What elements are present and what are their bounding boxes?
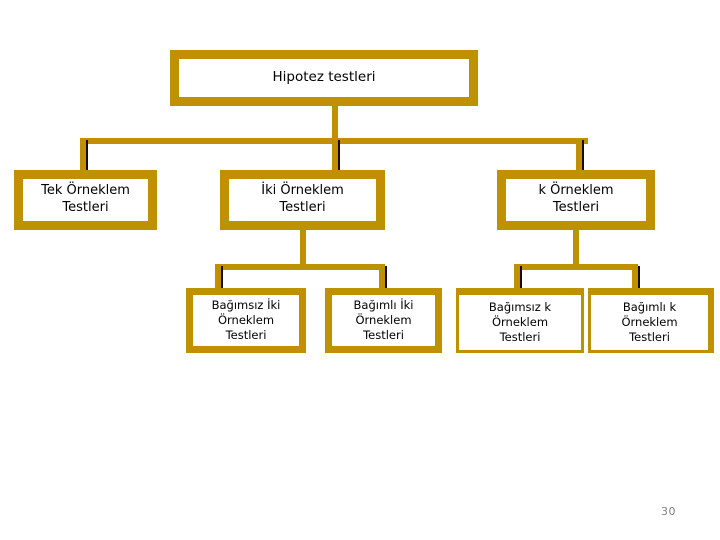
connector-k-stem [573, 230, 579, 266]
connector-drop-k [576, 138, 582, 172]
connector-shadow-bagimsiz-iki [221, 266, 223, 290]
node-label-root: Hipotez testleri [272, 69, 376, 86]
node-label-k: k Örneklem Testleri [538, 183, 614, 215]
node-bagimli-iki-orneklem-testleri[interactable]: Bağımlı İki Örneklem Testleri [325, 288, 442, 353]
node-tek-orneklem-testleri[interactable]: Tek Örneklem Testleri [14, 170, 157, 230]
node-label-bagimli-iki: Bağımlı İki Örneklem Testleri [353, 298, 414, 342]
node-bagimli-k-orneklem-testleri[interactable]: Bağımlı k Örneklem Testleri [588, 288, 714, 353]
connector-shadow-k [582, 140, 584, 172]
connector-shadow-bagimli-iki [385, 266, 387, 290]
node-label-bagimsiz-iki: Bağımsız İki Örneklem Testleri [211, 298, 281, 342]
node-k-orneklem-testleri[interactable]: k Örneklem Testleri [497, 170, 655, 230]
connector-drop-iki [332, 138, 338, 172]
connector-root-stem [332, 106, 338, 144]
node-label-tek: Tek Örneklem Testleri [41, 183, 130, 215]
node-label-bagimli-k: Bağımlı k Örneklem Testleri [621, 300, 678, 344]
node-label-iki: İki Örneklem Testleri [261, 183, 344, 215]
connector-drop-tek [80, 138, 86, 172]
node-iki-orneklem-testleri[interactable]: İki Örneklem Testleri [220, 170, 385, 230]
connector-drop-bagimli-k [632, 264, 638, 290]
node-bagimsiz-k-orneklem-testleri[interactable]: Bağımsız k Örneklem Testleri [456, 288, 584, 353]
connector-shadow-bagimli-k [638, 266, 640, 290]
connector-shadow-tek [86, 140, 88, 172]
connector-drop-bagimli-iki [379, 264, 385, 290]
connector-shadow-bagimsiz-k [520, 266, 522, 290]
node-label-bagimsiz-k: Bağımsız k Örneklem Testleri [488, 300, 552, 344]
connector-drop-bagimsiz-k [514, 264, 520, 290]
connector-iki-stem [300, 230, 306, 266]
connector-iki-bus [215, 264, 385, 270]
node-bagimsiz-iki-orneklem-testleri[interactable]: Bağımsız İki Örneklem Testleri [186, 288, 306, 353]
connector-drop-bagimsiz-iki [215, 264, 221, 290]
connector-k-bus [514, 264, 638, 270]
connector-shadow-iki [338, 140, 340, 172]
node-hipotez-testleri[interactable]: Hipotez testleri [170, 50, 478, 106]
page-number: 30 [661, 505, 676, 518]
